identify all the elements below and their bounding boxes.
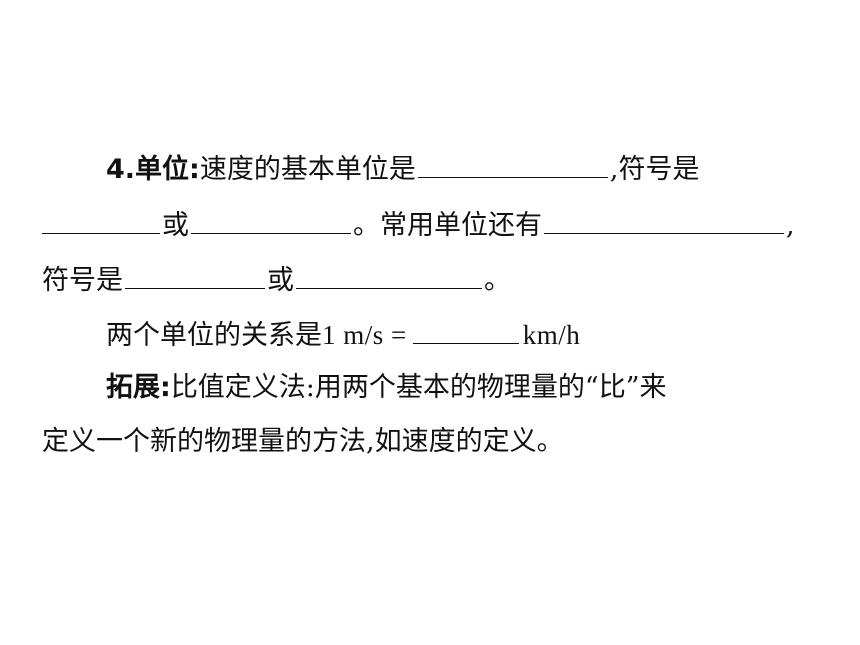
blank-symbol-3[interactable] — [125, 256, 265, 289]
extension-text-1: 比值定义法:用两个基本的物理量的“比”来 — [170, 372, 667, 403]
item-text-symbol-2: 符号是 — [42, 265, 123, 296]
item-4-line-3: 符号是 或 。 — [42, 256, 511, 300]
blank-symbol-1[interactable] — [42, 201, 160, 234]
extension-line-1: 拓展:比值定义法:用两个基本的物理量的“比”来 — [106, 366, 667, 410]
item-4-line-1: 4.单位:速度的基本单位是,符号是 — [106, 145, 699, 189]
item-number: 4. — [106, 154, 136, 185]
relation-text: 两个单位的关系是 — [106, 320, 322, 351]
blank-symbol-4[interactable] — [296, 256, 482, 289]
comma-2: , — [786, 210, 795, 241]
item-label: 单位 — [135, 154, 190, 185]
item-text-common-units: 常用单位还有 — [380, 210, 542, 241]
comma-1: , — [609, 154, 619, 185]
blank-conversion[interactable] — [412, 311, 519, 344]
relation-line: 两个单位的关系是1 m/s = km/h — [106, 311, 580, 355]
or-1: 或 — [162, 210, 189, 241]
or-2: 或 — [267, 265, 294, 296]
blank-symbol-2[interactable] — [191, 201, 351, 234]
blank-base-unit[interactable] — [417, 145, 608, 178]
relation-value: 1 m/s = — [322, 320, 407, 350]
extension-text-2: 定义一个新的物理量的方法,如速度的定义。 — [42, 426, 564, 457]
item-colon: : — [189, 154, 200, 185]
item-text-symbol: 符号是 — [618, 154, 700, 185]
blank-common-unit[interactable] — [544, 201, 784, 234]
period-2: 。 — [484, 265, 511, 296]
extension-label: 拓展 — [106, 372, 160, 403]
period-1: 。 — [353, 210, 380, 241]
item-text-base-unit: 速度的基本单位是 — [199, 154, 416, 185]
relation-unit: km/h — [522, 320, 581, 350]
item-4-line-2: 或 。常用单位还有, — [42, 201, 795, 245]
extension-colon: : — [160, 372, 171, 403]
extension-line-2: 定义一个新的物理量的方法,如速度的定义。 — [42, 420, 564, 464]
